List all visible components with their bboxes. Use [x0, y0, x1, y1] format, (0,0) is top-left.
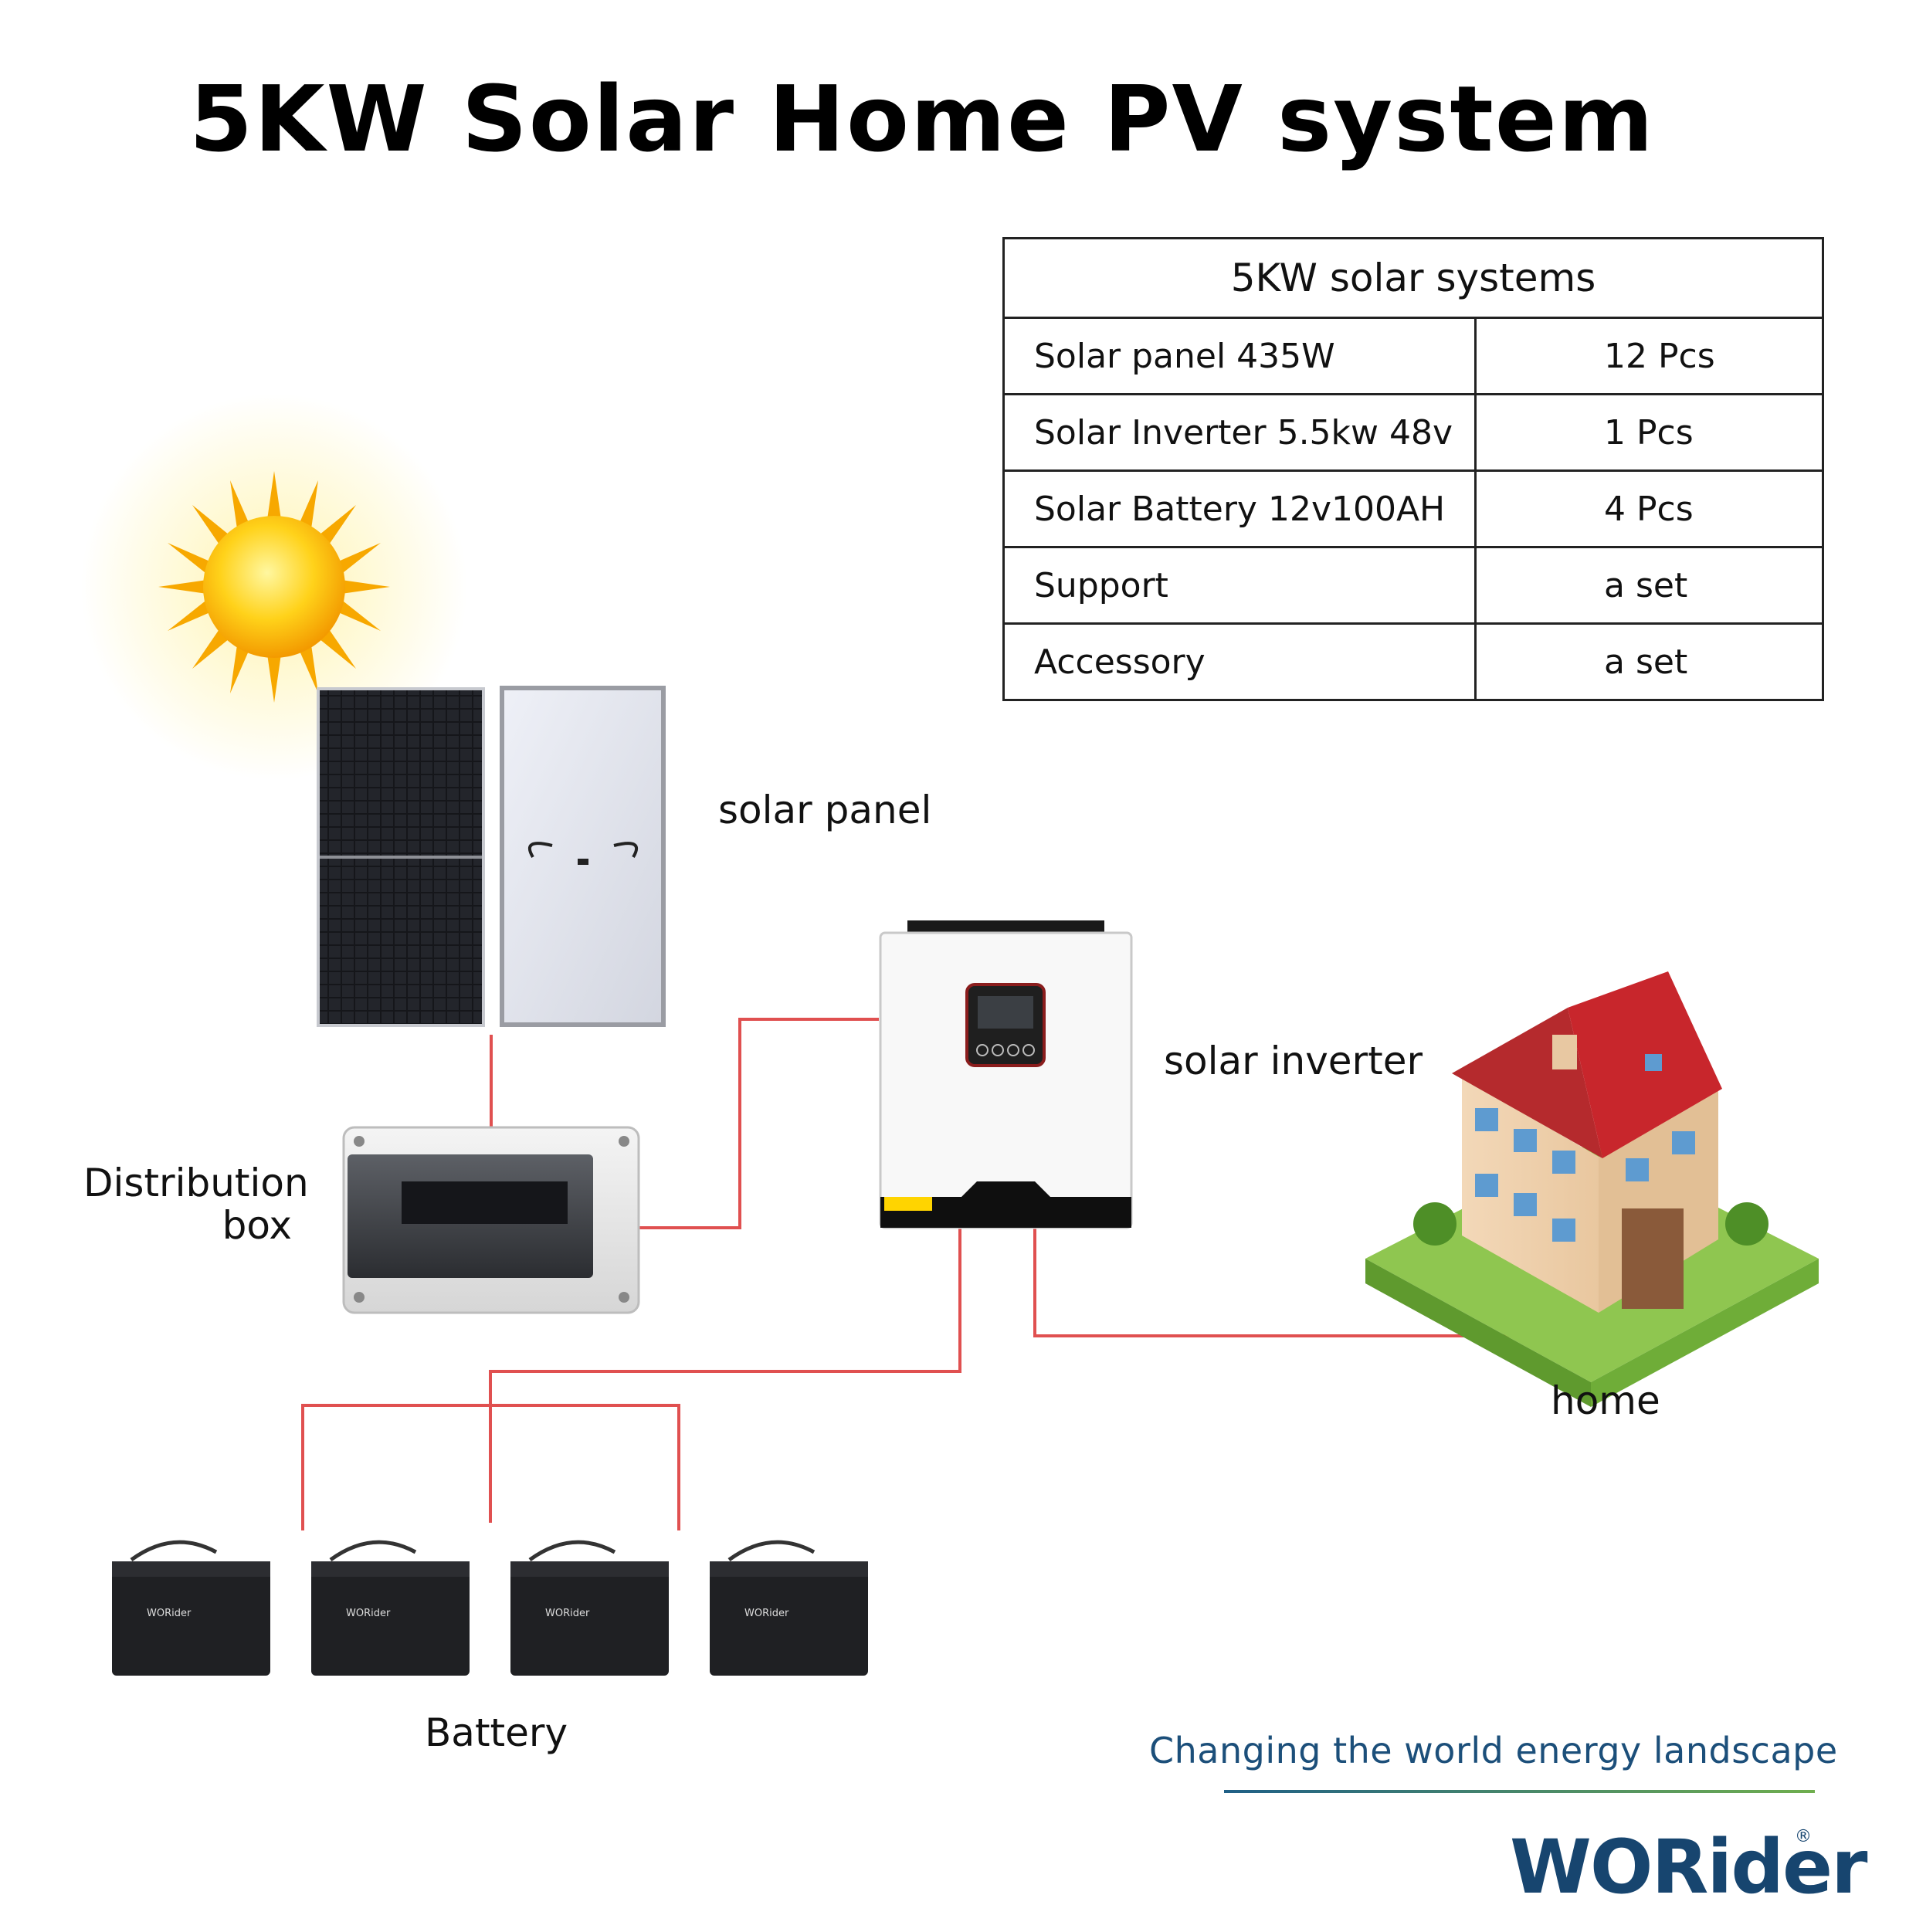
solar-inverter: [879, 920, 1133, 1229]
battery-brand-label: WORider: [346, 1608, 391, 1619]
registered-mark: ®: [1795, 1827, 1812, 1846]
table-row: Solar Inverter 5.5kw 48v 1 Pcs: [1002, 393, 1824, 472]
wire-box-to-inverter: [639, 1018, 879, 1229]
battery-4: WORider: [710, 1540, 868, 1676]
spec-table-header: 5KW solar systems: [1002, 237, 1824, 319]
spec-qty: a set: [1474, 546, 1824, 625]
wire-inverter-to-home: [1033, 1228, 1510, 1337]
solar-panel-front: [317, 687, 485, 1027]
tagline: Changing the world energy landscape: [1149, 1730, 1838, 1771]
distribution-box: [342, 1126, 640, 1314]
page-title: 5KW Solar Home PV system: [189, 66, 1655, 172]
wire-inverter-to-battery: [489, 1228, 961, 1523]
home-label: home: [1551, 1378, 1660, 1423]
wire-battery-bus: [301, 1404, 680, 1530]
spec-table-header-row: 5KW solar systems: [1002, 237, 1824, 319]
spec-item: Support: [1002, 546, 1477, 625]
battery-3: WORider: [510, 1540, 669, 1676]
table-row: Solar panel 435W 12 Pcs: [1002, 317, 1824, 395]
battery-2: WORider: [311, 1540, 470, 1676]
spec-item: Solar Inverter 5.5kw 48v: [1002, 393, 1477, 472]
battery-brand-label: WORider: [744, 1608, 789, 1619]
solar-inverter-label: solar inverter: [1164, 1039, 1423, 1083]
table-row: Solar Battery 12v100AH 4 Pcs: [1002, 469, 1824, 548]
spec-item: Solar panel 435W: [1002, 317, 1477, 395]
brand-logo: WORider: [1510, 1824, 1867, 1910]
spec-item: Solar Battery 12v100AH: [1002, 469, 1477, 548]
spec-item: Accessory: [1002, 622, 1477, 701]
spec-qty: a set: [1474, 622, 1824, 701]
battery-brand-label: WORider: [545, 1608, 590, 1619]
wiring: [301, 1018, 1510, 1530]
spec-qty: 12 Pcs: [1474, 317, 1824, 395]
sun-icon: [81, 394, 467, 780]
tagline-divider: [1224, 1790, 1815, 1793]
distribution-box-label-line2: box: [222, 1203, 292, 1248]
table-row: Support a set: [1002, 546, 1824, 625]
spec-table: 5KW solar systems Solar panel 435W 12 Pc…: [1002, 237, 1824, 701]
solar-panel-back: [500, 686, 666, 1027]
solar-panel-label: solar panel: [718, 788, 932, 832]
battery-bank: WORider WORider WORider WORider: [112, 1540, 868, 1676]
distribution-box-label-line1: Distribution: [83, 1161, 309, 1205]
battery-1: WORider: [112, 1540, 270, 1676]
battery-label: Battery: [425, 1710, 568, 1755]
table-row: Accessory a set: [1002, 622, 1824, 701]
home-illustration: [1365, 971, 1819, 1407]
spec-qty: 1 Pcs: [1474, 393, 1824, 472]
battery-brand-label: WORider: [147, 1608, 192, 1619]
spec-qty: 4 Pcs: [1474, 469, 1824, 548]
